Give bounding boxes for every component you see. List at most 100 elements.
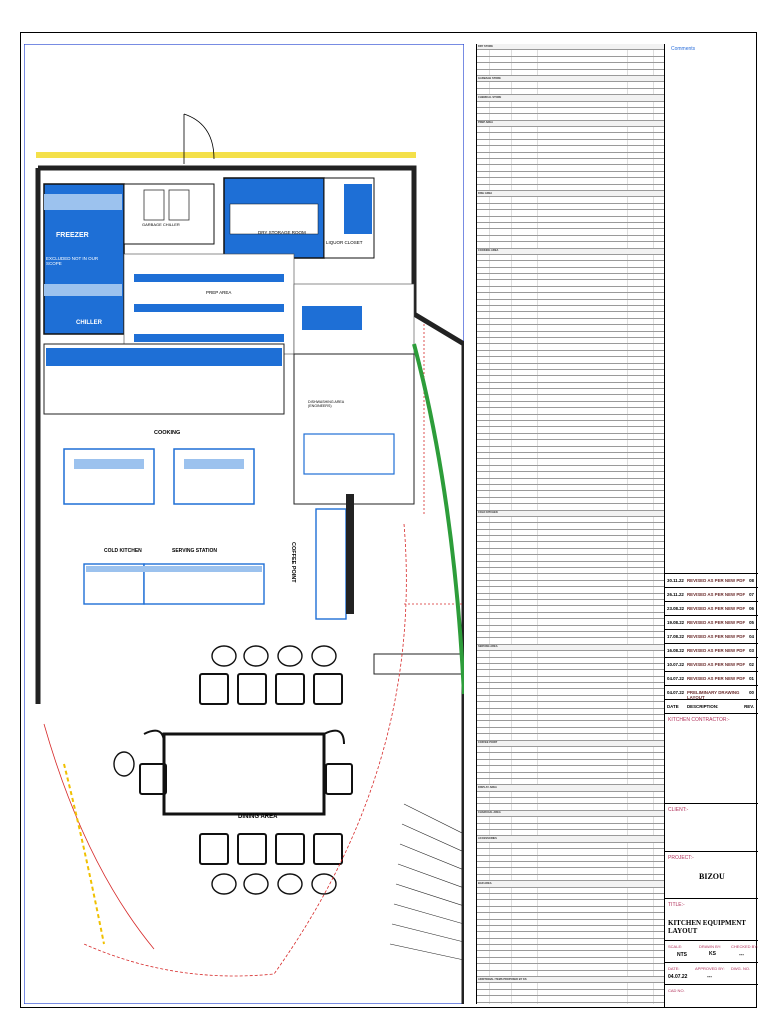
schedule-row bbox=[477, 50, 665, 57]
schedule-row bbox=[477, 293, 665, 300]
schedule-section-header: ADDITIONAL ITEMS PROPOSED BY KS bbox=[477, 977, 665, 984]
date-label: DATE: bbox=[668, 966, 680, 971]
schedule-section-label: COOKING AREA bbox=[478, 249, 499, 253]
schedule-row bbox=[477, 855, 665, 862]
schedule-row bbox=[477, 312, 665, 319]
schedule-row bbox=[477, 593, 665, 600]
schedule-row bbox=[477, 484, 665, 492]
schedule-row bbox=[477, 708, 665, 716]
schedule-section-label: ADDITIONAL ITEMS PROPOSED BY KS bbox=[478, 977, 527, 981]
label-cold-kitchen: COLD KITCHEN bbox=[104, 548, 142, 554]
schedule-row bbox=[477, 580, 665, 588]
label-liquor: LIQUOR CLOSET bbox=[326, 240, 363, 245]
scale-row: SCALE: NTS DRAWN BY: KS CHECKED BY: --- bbox=[665, 940, 758, 963]
schedule-row bbox=[477, 254, 665, 262]
schedule-section-label: DISPLAY AREA bbox=[478, 785, 497, 789]
schedule-row bbox=[477, 159, 665, 166]
schedule-row bbox=[477, 280, 665, 287]
label-cooking: COOKING bbox=[154, 430, 181, 436]
schedule-row bbox=[477, 657, 665, 664]
schedule-row bbox=[477, 222, 665, 230]
rev-header-no: REV. bbox=[744, 704, 754, 709]
schedule-row bbox=[477, 619, 665, 626]
schedule-row bbox=[477, 587, 665, 594]
bar-counter bbox=[373, 653, 464, 675]
schedule-section-header: GARBAGE STORE bbox=[477, 75, 665, 83]
schedule-section-label: GARBAGE STORE bbox=[478, 76, 501, 80]
schedule-row bbox=[477, 887, 665, 894]
schedule-row bbox=[477, 395, 665, 402]
schedule-row bbox=[477, 203, 665, 211]
schedule-row bbox=[477, 746, 665, 754]
revision-no: 08 bbox=[749, 578, 754, 583]
schedule-row bbox=[477, 702, 665, 709]
schedule-row bbox=[477, 945, 665, 952]
schedule-row bbox=[477, 868, 665, 875]
schedule-row bbox=[477, 900, 665, 907]
schedule-row bbox=[477, 715, 665, 722]
schedule-row bbox=[477, 651, 665, 658]
schedule-row bbox=[477, 893, 665, 901]
schedule-row bbox=[477, 817, 665, 824]
yellow-band bbox=[36, 152, 416, 158]
schedule-row bbox=[477, 504, 665, 511]
curved-facade-wall bbox=[412, 343, 464, 695]
schedule-row bbox=[477, 337, 665, 345]
chiller-shelf bbox=[44, 284, 122, 296]
schedule-row bbox=[477, 561, 665, 569]
cooking-island-1 bbox=[63, 448, 155, 505]
revision-desc: REVISED AS PER NEW PDF bbox=[687, 606, 746, 611]
revision-desc: REVISED AS PER NEW PDF bbox=[687, 676, 746, 681]
yellow-curve bbox=[63, 763, 105, 945]
schedule-row bbox=[477, 242, 665, 249]
schedule-section-header: COOKING AREA bbox=[477, 248, 665, 255]
schedule-row bbox=[477, 82, 665, 89]
schedule-section-label: COLD KITCHEN bbox=[478, 511, 498, 515]
schedule-row bbox=[477, 127, 665, 134]
date-row: DATE: 04.07.22 APPROVED BY: --- DWG. NO. bbox=[665, 962, 758, 985]
schedule-row bbox=[477, 152, 665, 160]
schedule-section-header: DISPLAY AREA bbox=[477, 785, 665, 792]
label-freezer: FREEZER bbox=[56, 232, 89, 239]
schedule-row bbox=[477, 759, 665, 767]
schedule-row bbox=[477, 906, 665, 914]
schedule-row bbox=[477, 63, 665, 70]
schedule-row bbox=[477, 938, 665, 946]
garbage-bin-2 bbox=[168, 189, 190, 221]
revision-desc: REVISED AS PER NEW PDF bbox=[687, 634, 746, 639]
schedule-row bbox=[477, 721, 665, 728]
coffee-wall bbox=[346, 494, 354, 614]
schedule-section-header: COLD KITCHEN bbox=[477, 510, 665, 517]
schedule-row bbox=[477, 261, 665, 268]
schedule-row bbox=[477, 753, 665, 760]
schedule-row bbox=[477, 683, 665, 690]
approved-value: --- bbox=[707, 974, 712, 980]
schedule-section-header: PREP AREA bbox=[477, 120, 665, 128]
schedule-row bbox=[477, 440, 665, 447]
schedule-row bbox=[477, 306, 665, 313]
schedule-section-header: DRY STORE bbox=[477, 44, 665, 51]
schedule-section-label: SERVING AREA bbox=[478, 645, 498, 649]
revision-desc: PRELIMINARY DRAWING LAYOUT bbox=[687, 690, 740, 700]
schedule-row bbox=[477, 427, 665, 434]
schedule-row bbox=[477, 299, 665, 307]
schedule-row bbox=[477, 778, 665, 786]
schedule-row bbox=[477, 146, 665, 153]
schedule-row bbox=[477, 107, 665, 115]
schedule-row bbox=[477, 983, 665, 990]
schedule-row bbox=[477, 849, 665, 856]
schedule-section-label: CHEMICAL STORE bbox=[478, 95, 502, 99]
revision-desc: REVISED AS PER NEW PDF bbox=[687, 592, 746, 597]
dishwashing-area bbox=[293, 353, 415, 505]
schedule-row bbox=[477, 957, 665, 965]
schedule-row bbox=[477, 369, 665, 377]
serving-top bbox=[86, 566, 262, 572]
schedule-row bbox=[477, 951, 665, 958]
schedule-row bbox=[477, 663, 665, 671]
schedule-row bbox=[477, 421, 665, 428]
schedule-row bbox=[477, 88, 665, 96]
